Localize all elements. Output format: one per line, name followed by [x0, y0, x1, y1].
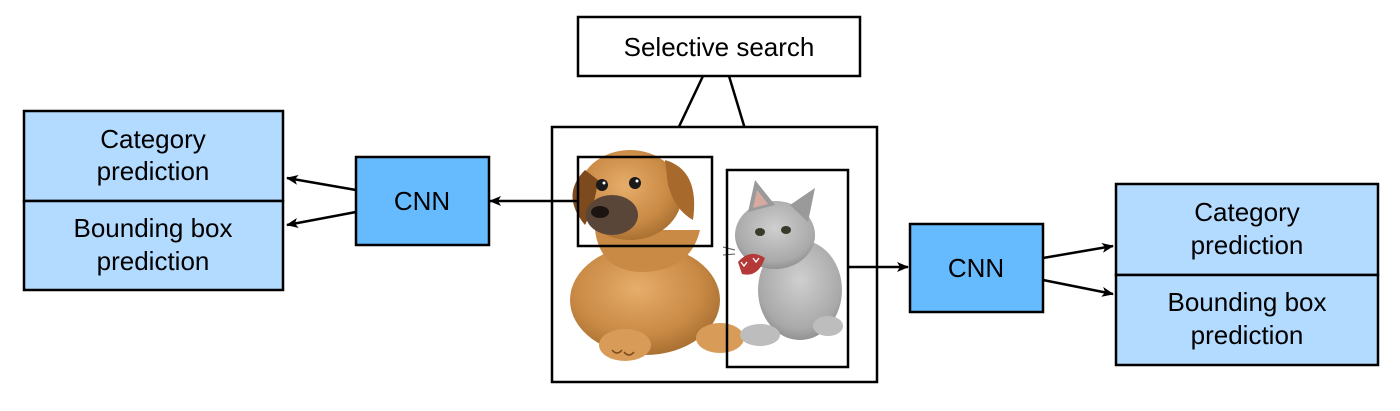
left-cnn-label: CNN [394, 186, 450, 216]
right-bbox-box [1114, 273, 1380, 367]
left-category-box [22, 109, 285, 203]
right-category-line1: Category [1194, 197, 1300, 227]
left-cnn-box: CNN [354, 155, 491, 247]
left-output-stack: Category prediction Bounding box predict… [22, 109, 285, 292]
right-cnn-label: CNN [948, 253, 1004, 283]
right-cnn-to-category-arrow [1042, 242, 1114, 260]
left-bbox-line2: prediction [97, 246, 210, 276]
left-category-line2: prediction [97, 156, 210, 186]
right-bbox-line1: Bounding box [1167, 287, 1326, 317]
right-category-box [1114, 182, 1380, 277]
right-cnn-box: CNN [908, 222, 1045, 314]
right-cnn-to-bbox-arrow [1042, 278, 1114, 297]
right-bbox-line2: prediction [1191, 320, 1304, 350]
left-bbox-box [22, 199, 285, 292]
input-image [550, 125, 879, 384]
left-cnn-to-category-arrow [286, 174, 357, 192]
selective-search-box: Selective search [576, 15, 862, 78]
right-category-line2: prediction [1191, 230, 1304, 260]
selective-search-label: Selective search [624, 32, 815, 62]
proposal-box-cat [725, 168, 850, 369]
right-output-stack: Category prediction Bounding box predict… [1114, 182, 1380, 367]
kitten-illustration [722, 180, 843, 346]
puppy-illustration [570, 150, 744, 361]
left-category-line1: Category [100, 124, 206, 154]
left-cnn-to-bbox-arrow [286, 210, 357, 228]
left-bbox-line1: Bounding box [73, 213, 232, 243]
